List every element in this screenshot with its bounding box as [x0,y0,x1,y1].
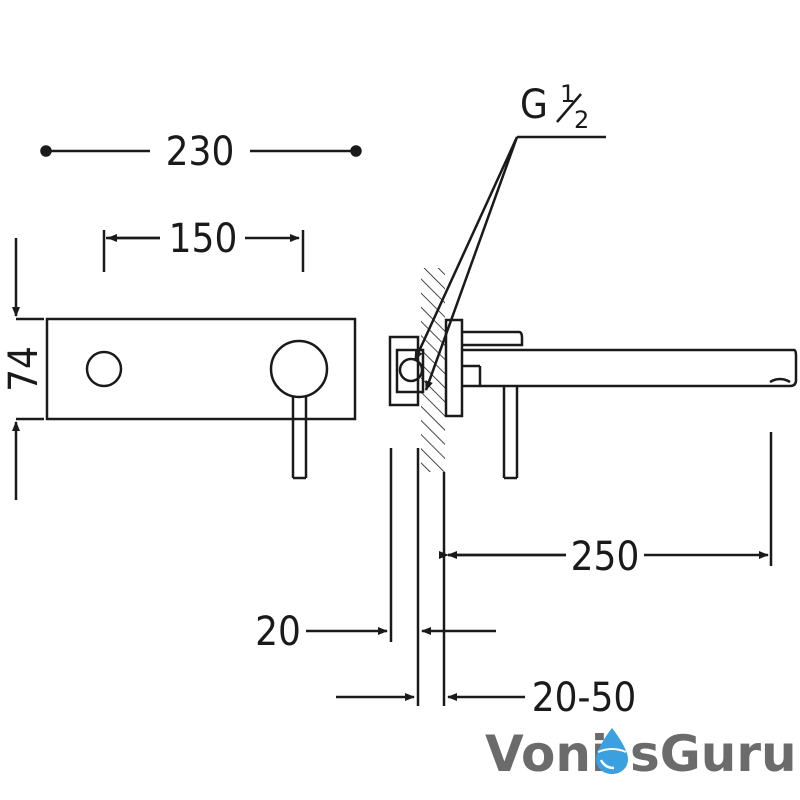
side-view-body [388,318,798,480]
thread-letter: G [520,82,548,128]
dim-230-line [40,145,362,157]
logo-text-part2: sGuru [630,725,797,783]
dim-20-50-label: 20-50 [532,675,637,721]
dim-74-label: 74 [1,346,47,392]
thread-fraction-den: 2 [574,106,589,134]
vonios-guru-logo: Voni sGuru [485,725,797,783]
thread-fraction-num: 1 [560,80,575,108]
thread-label: G 1 2 [520,80,589,134]
dim-74-line [12,238,44,500]
dim-150-label: 150 [169,216,238,262]
front-outlet [85,350,123,388]
dim-250-label: 250 [571,534,640,580]
dim-150-line [102,230,305,272]
front-plate [45,317,357,421]
thread-leader [413,135,606,391]
water-drop-icon [596,728,628,774]
logo-text-part1: Voni [485,725,608,783]
front-lever [291,397,308,480]
dim-20-label: 20 [255,609,301,655]
dim-230-label: 230 [166,129,235,175]
front-knob [269,339,329,399]
